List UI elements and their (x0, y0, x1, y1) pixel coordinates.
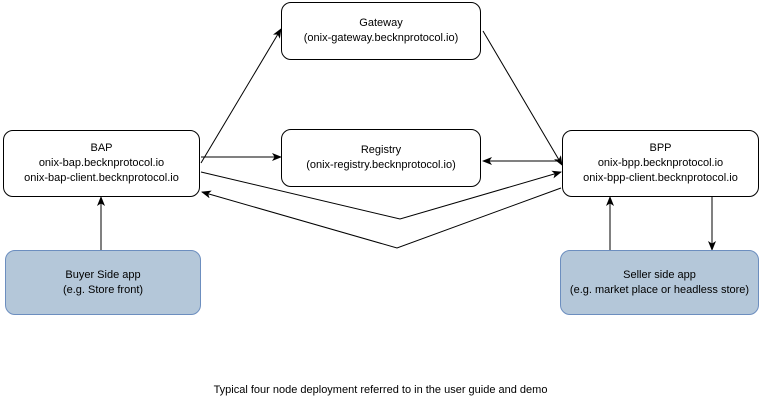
edge-bpp-to-bap (201, 187, 562, 249)
edge-bap-to-gateway (200, 28, 282, 164)
edge-gateway-to-bpp (482, 30, 563, 166)
node-buyer-side-app[interactable]: Buyer Side app (e.g. Store front) (5, 250, 201, 315)
node-bpp[interactable]: BPP onix-bpp.becknprotocol.io onix-bpp-c… (562, 130, 759, 197)
node-bap-host: onix-bap.becknprotocol.io (38, 157, 165, 169)
node-buyer-title: Buyer Side app (65, 268, 141, 281)
node-registry[interactable]: Registry (onix-registry.becknprotocol.io… (281, 129, 481, 187)
node-registry-subtitle: (onix-registry.becknprotocol.io) (306, 159, 456, 171)
node-bpp-client-host: onix-bpp-client.becknprotocol.io (583, 172, 738, 184)
node-buyer-subtitle: (e.g. Store front) (62, 283, 144, 296)
node-bap-client-host: onix-bap-client.becknprotocol.io (24, 172, 179, 184)
node-gateway[interactable]: Gateway (onix-gateway.becknprotocol.io) (281, 2, 481, 60)
node-registry-title: Registry (360, 144, 402, 156)
node-seller-side-app[interactable]: Seller side app (e.g. market place or he… (560, 250, 759, 315)
node-bap[interactable]: BAP onix-bap.becknprotocol.io onix-bap-c… (3, 130, 200, 197)
diagram-caption: Typical four node deployment referred to… (213, 384, 548, 396)
node-seller-subtitle: (e.g. market place or headless store) (569, 283, 750, 296)
node-bap-title: BAP (90, 142, 113, 154)
node-gateway-subtitle: (onix-gateway.becknprotocol.io) (303, 32, 459, 44)
node-gateway-title: Gateway (359, 17, 403, 29)
node-bpp-host: onix-bpp.becknprotocol.io (597, 157, 724, 169)
node-bpp-title: BPP (649, 142, 672, 154)
node-seller-title: Seller side app (623, 268, 696, 281)
